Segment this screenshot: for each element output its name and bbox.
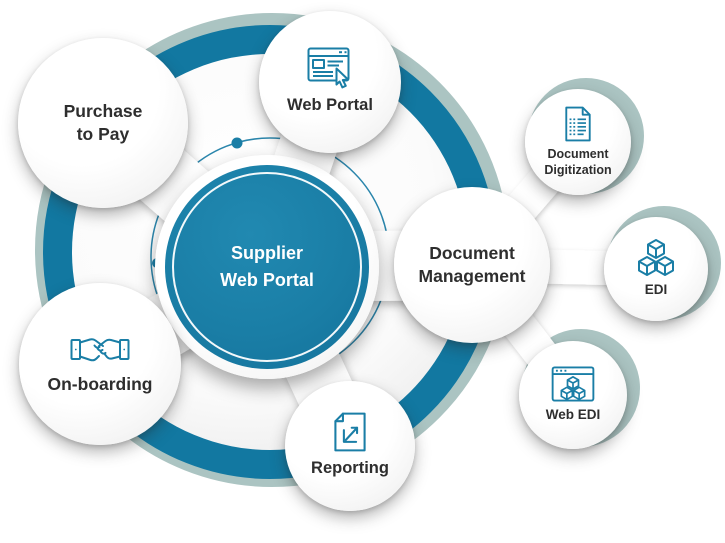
node-label: Document	[547, 146, 609, 161]
node-label: Management	[418, 266, 526, 286]
orbit-dot-top	[231, 137, 243, 149]
node-label: Web EDI	[545, 407, 601, 423]
node-label: Digitization	[544, 163, 612, 177]
hub-halo: Supplier Web Portal	[155, 155, 379, 379]
report-chart-icon	[334, 412, 366, 452]
digitized-document-icon	[563, 106, 593, 142]
node-edi: EDI	[604, 217, 708, 321]
node-label: Web Portal	[287, 96, 373, 115]
cubes-icon	[636, 239, 676, 277]
browser-cursor-icon	[307, 47, 353, 89]
node-document-management: Document Management	[394, 187, 550, 343]
node-label: to Pay	[76, 124, 130, 144]
node-document-digitization: Document Digitization	[525, 89, 631, 195]
node-label: Reporting	[311, 459, 389, 478]
browser-cubes-icon	[551, 366, 595, 402]
node-purchase-to-pay: Purchase to Pay	[18, 38, 188, 208]
node-label: Document	[429, 243, 515, 264]
node-label: Purchase	[63, 101, 143, 122]
hub-label: Supplier Web Portal	[220, 243, 314, 290]
handshake-icon	[70, 333, 130, 367]
node-reporting: Reporting	[285, 381, 415, 511]
node-web-portal: Web Portal	[259, 11, 401, 153]
node-web-edi: Web EDI	[519, 341, 627, 449]
node-on-boarding: On-boarding	[19, 283, 181, 445]
node-label: EDI	[644, 282, 668, 298]
node-supplier-web-portal: Supplier Web Portal	[165, 165, 369, 369]
node-label: On-boarding	[47, 373, 153, 394]
